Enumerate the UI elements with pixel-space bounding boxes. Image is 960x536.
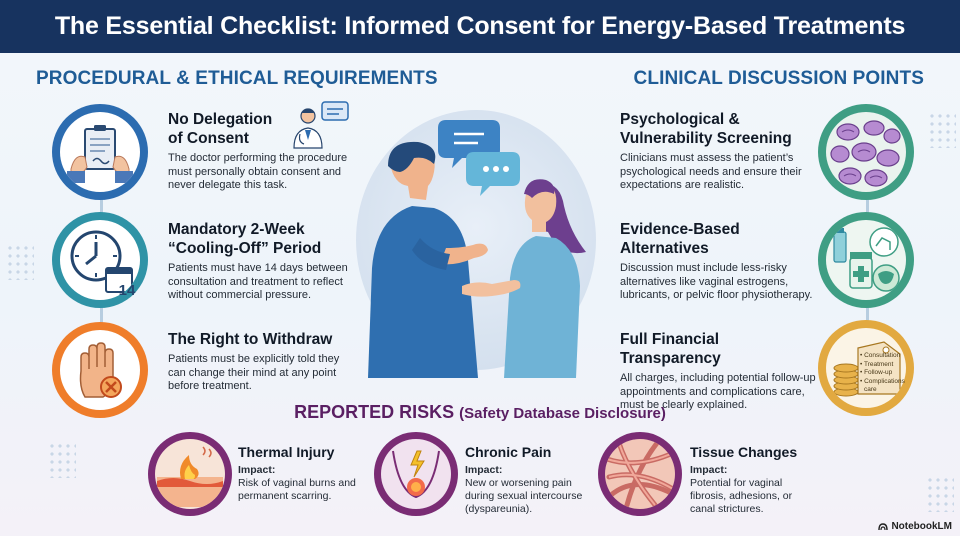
item-description: Clinicians must assess the patient’s psy… (620, 152, 802, 191)
decorative-dots (928, 112, 956, 148)
risk-impact: Impact:New or worsening pain during sexu… (465, 464, 583, 515)
item-title: Full Financial Transparency (620, 331, 721, 367)
stop-hand-icon (79, 342, 122, 398)
item-description: All charges, including potential follow-… (620, 372, 816, 411)
decorative-dots (926, 476, 954, 512)
psychological-screening-item: Psychological &Vulnerability Screening C… (620, 110, 820, 193)
item-description: Patients must have 14 days between consu… (168, 262, 348, 301)
financial-circle (818, 320, 914, 416)
notebooklm-icon (878, 522, 889, 530)
clipboard-icon (67, 125, 133, 183)
risks-heading: REPORTED RISKS (Safety Database Disclosu… (294, 402, 666, 422)
price-tag-text: • Consultation • Treatment • Follow-up •… (860, 352, 905, 393)
decorative-dots (48, 442, 76, 478)
medication-circle (818, 212, 914, 308)
burn-icon (157, 446, 223, 507)
decorative-dots (6, 244, 34, 280)
clock-calendar-icon (70, 230, 133, 293)
risk-title: Chronic Pain (465, 444, 552, 460)
tissue-circle (598, 432, 682, 516)
calendar-number: 14 (118, 282, 136, 299)
clipboard-circle (52, 104, 148, 200)
right-to-withdraw-item: The Right to Withdraw Patients must be e… (168, 330, 358, 394)
financial-transparency-item: Full Financial Transparency All charges,… (620, 330, 820, 413)
left-connector (100, 306, 103, 326)
pain-circle (374, 432, 458, 516)
couple-conversation-icon (368, 120, 586, 378)
brand-logo: NotebookLM (878, 521, 952, 532)
title-bar: The Essential Checklist: Informed Consen… (0, 0, 960, 53)
pain-icon (392, 450, 440, 499)
doctor-speech-icon (293, 101, 349, 149)
right-connector (866, 196, 869, 216)
clock-circle (52, 212, 148, 308)
right-connector (866, 306, 869, 326)
price-tag-icon (833, 341, 901, 397)
page-title: The Essential Checklist: Informed Consen… (54, 12, 906, 40)
risk-impact: Impact:Risk of vaginal burns and permane… (238, 464, 356, 502)
medication-icon (833, 227, 900, 292)
brain-icon (830, 120, 901, 187)
risk-title: Thermal Injury (238, 444, 335, 460)
tissue-fibers-icon (605, 440, 675, 508)
item-title: Mandatory 2-Week“Cooling-Off” Period (168, 221, 322, 257)
thermal-circle (148, 432, 232, 516)
risk-impact: Impact:Potential for vaginal fibrosis, a… (690, 464, 793, 515)
item-title: Psychological &Vulnerability Screening (620, 111, 792, 147)
item-description: The doctor performing the procedure must… (168, 152, 348, 191)
item-description: Discussion must include less-risky alter… (620, 262, 813, 301)
left-connector (100, 196, 103, 216)
right-section-heading: CLINICAL DISCUSSION POINTS (633, 68, 924, 89)
cooling-off-item: Mandatory 2-Week“Cooling-Off” Period Pat… (168, 220, 358, 303)
item-title: The Right to Withdraw (168, 331, 333, 348)
item-description: Patients must be explicitly told they ca… (168, 353, 340, 392)
hand-circle (52, 322, 148, 418)
risk-title: Tissue Changes (690, 444, 798, 460)
brain-circle (818, 104, 914, 200)
left-section-heading: PROCEDURAL & ETHICAL REQUIREMENTS (36, 68, 438, 89)
